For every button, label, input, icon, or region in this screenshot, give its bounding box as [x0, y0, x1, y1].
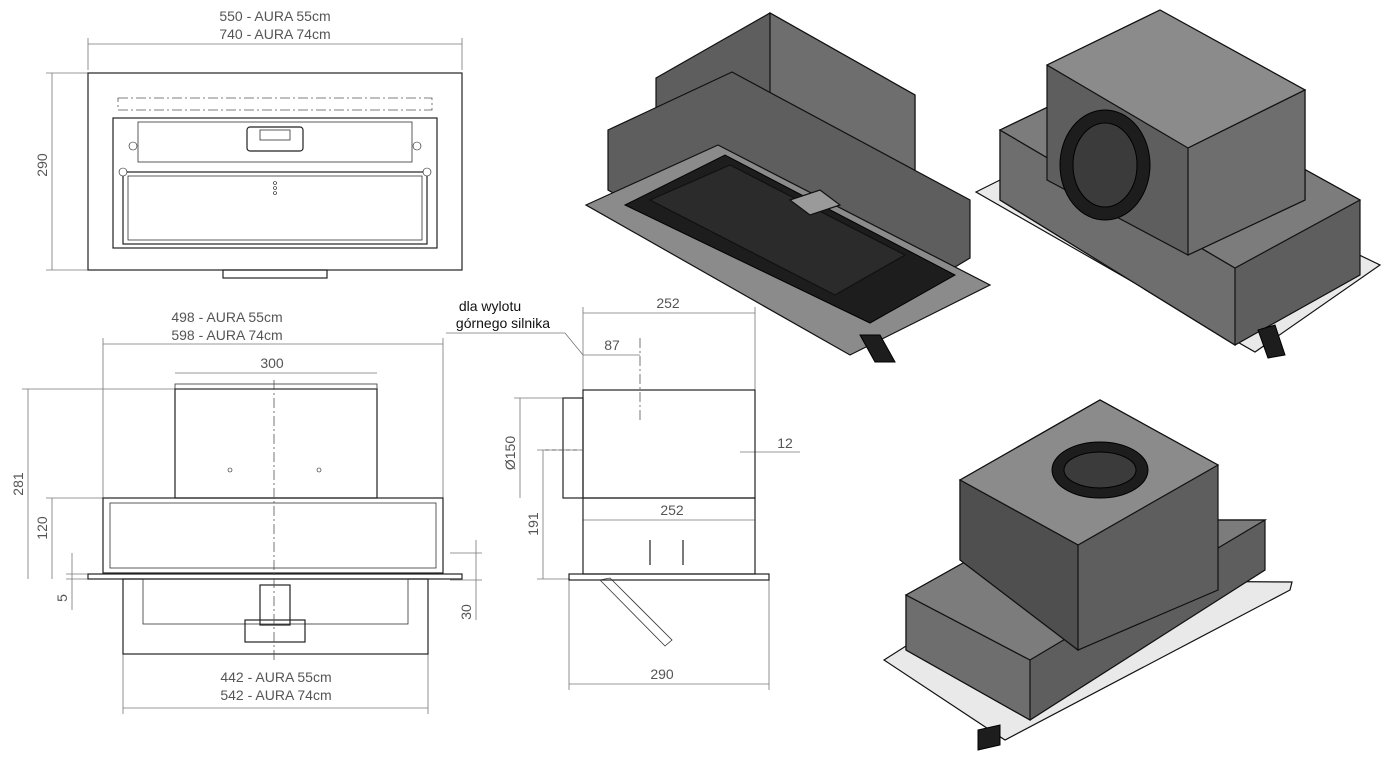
- front-view: 498 - AURA 55cm 598 - AURA 74cm 300 281 …: [10, 309, 482, 714]
- front-width-74-label: 598 - AURA 74cm: [171, 327, 282, 343]
- top-depth-label: 290: [34, 153, 50, 177]
- side-edge-offset-label: 12: [777, 435, 793, 451]
- front-motor-width-label: 300: [260, 355, 284, 371]
- top-width-74-label: 740 - AURA 74cm: [219, 26, 330, 42]
- side-outlet-diameter-label: Ø150: [502, 436, 518, 470]
- side-outlet-offset-label: 87: [604, 337, 620, 353]
- top-view: 550 - AURA 55cm 740 - AURA 74cm 290: [34, 8, 463, 279]
- isometric-view-glass: [584, 11, 992, 363]
- front-body-height-label: 120: [34, 516, 50, 540]
- front-bottom-drop-label: 30: [458, 604, 474, 620]
- front-base-55-label: 442 - AURA 55cm: [220, 669, 331, 685]
- side-view: dla wylotu górnego silnika 252 87 Ø150 1…: [446, 295, 800, 690]
- top-width-55-label: 550 - AURA 55cm: [219, 8, 330, 24]
- outlet-note-line1: dla wylotu: [459, 298, 521, 314]
- isometric-view-motor-right: [974, 9, 1382, 359]
- side-motor-depth-label: 252: [656, 295, 680, 311]
- front-base-74-label: 542 - AURA 74cm: [220, 687, 331, 703]
- isometric-view-motor-left: [882, 399, 1293, 751]
- front-width-55-label: 498 - AURA 55cm: [171, 309, 282, 325]
- side-total-depth-label: 290: [650, 666, 674, 682]
- outlet-note-line2: górnego silnika: [456, 315, 550, 331]
- front-total-height-label: 281: [10, 472, 26, 496]
- front-flange-label: 5: [54, 594, 70, 602]
- side-body-depth-label: 252: [660, 502, 684, 518]
- side-body-height-label: 191: [525, 512, 541, 536]
